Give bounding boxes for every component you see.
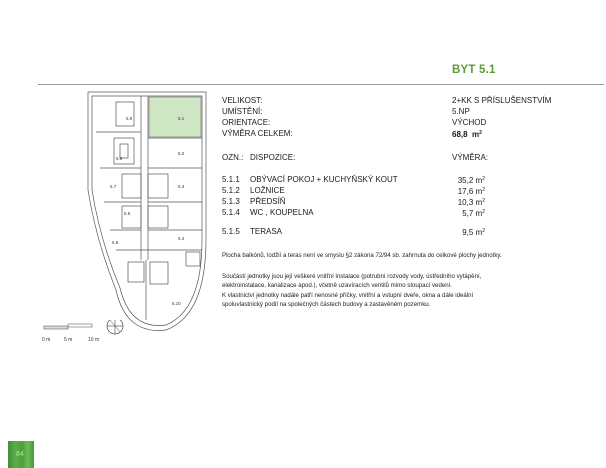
svg-text:5.4: 5.4 [178, 236, 185, 241]
scale-label-10: 10 m [88, 337, 100, 343]
col-area-header: VÝMĚRA: [452, 153, 489, 162]
room-area: 35,2 m2 [457, 176, 485, 185]
label-orientation: ORIENTACE: [222, 118, 271, 127]
svg-text:5.7: 5.7 [110, 184, 117, 189]
page-number: 84 [16, 451, 24, 458]
page-number-badge: 84 [8, 441, 34, 468]
scale-label-5: 5 m [64, 337, 73, 343]
label-size: VELIKOST: [222, 96, 263, 105]
label-total-area: VÝMĚRA CELKEM: [222, 129, 293, 138]
floor-plan: 5.1 5.2 5.3 5.4 5.5 5.6 5.7 5.8 5.9 5.10 [87, 91, 207, 331]
scale-label-0: 0 m [42, 337, 51, 343]
summary-labels: VELIKOST: UMÍSTĚNÍ: ORIENTACE: VÝMĚRA CE… [222, 95, 293, 139]
label-location: UMÍSTĚNÍ: [222, 107, 263, 116]
svg-text:5.10: 5.10 [172, 301, 181, 306]
value-total-area: 68,8 m2 [452, 130, 482, 139]
svg-text:5.9: 5.9 [126, 116, 133, 121]
ownership-note: Součástí jednotky jsou její veškeré vnit… [222, 273, 482, 309]
header-divider [38, 84, 604, 85]
svg-text:5.5: 5.5 [124, 211, 131, 216]
svg-text:5.8: 5.8 [112, 240, 119, 245]
value-size: 2+KK S PŘÍSLUŠENSTVÍM [452, 96, 552, 105]
scale-bar [43, 320, 124, 335]
room-area: 10,3 m2 [457, 198, 485, 207]
col-code-header: OZN.: [222, 153, 244, 162]
value-location: 5.NP [452, 107, 470, 116]
summary-values: 2+KK S PŘÍSLUŠENSTVÍM 5.NP VÝCHOD 68,8 m… [452, 95, 551, 139]
col-name-header: DISPOZICE: [250, 153, 296, 162]
svg-text:5.6: 5.6 [116, 156, 123, 161]
room-area: 9,5 m2 [462, 228, 485, 237]
value-orientation: VÝCHOD [452, 118, 487, 127]
svg-text:5.1: 5.1 [178, 116, 185, 121]
svg-text:5.2: 5.2 [178, 151, 185, 156]
balcony-note: Plocha balkónů, lodžií a teras není ve s… [222, 252, 502, 259]
svg-text:5.3: 5.3 [178, 184, 185, 189]
room-area: 5,7 m2 [462, 209, 485, 218]
page-title: BYT 5.1 [452, 64, 496, 76]
room-area: 17,6 m2 [457, 187, 485, 196]
